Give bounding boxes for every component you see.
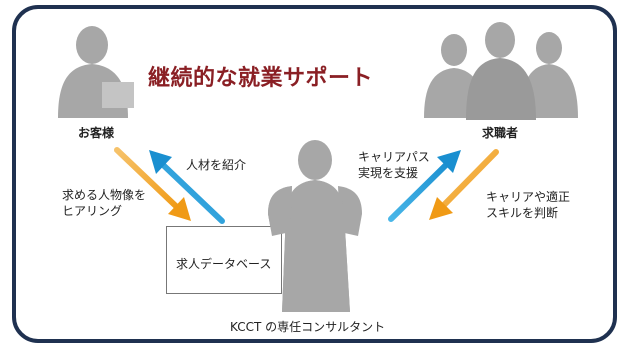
hearing-label-line2: ヒアリング [62, 204, 123, 218]
career-support-label-line2: 実現を支援 [358, 166, 419, 180]
diagram-title: 継続的な就業サポート [148, 66, 374, 91]
arrow-introduce-talent [149, 150, 225, 224]
database-box [166, 226, 282, 294]
arrow-career-support [388, 150, 461, 222]
skill-judgement-label-line2: スキルを判断 [486, 206, 559, 220]
hearing-label-line1: 求める人物像を [62, 188, 147, 202]
job-seekers-silhouette-icon [424, 22, 578, 120]
introduce-talent-label: 人材を紹介 [186, 158, 247, 172]
customer-silhouette-icon [58, 26, 134, 118]
database-label: 求人データベース [176, 257, 272, 271]
career-support-label-line1: キャリアパス [358, 150, 430, 164]
skill-judgement-label-line1: キャリアや適正 [486, 190, 571, 204]
arrow-skill-judgement [429, 149, 499, 220]
arrow-hearing [114, 147, 191, 221]
customer-label: お客様 [78, 126, 115, 140]
consultant-label: KCCT の専任コンサルタント [230, 320, 386, 334]
job-seeker-label: 求職者 [482, 126, 519, 140]
